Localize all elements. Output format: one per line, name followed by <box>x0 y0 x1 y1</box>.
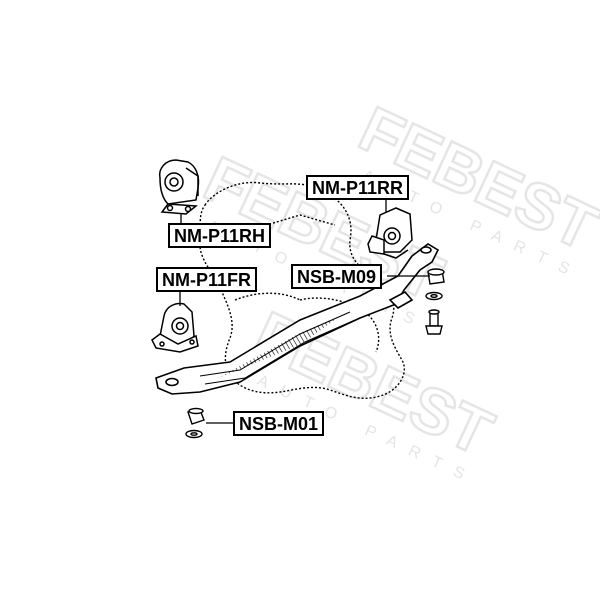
part-label-nsb-m09[interactable]: NSB-M09 <box>291 264 383 289</box>
part-label-nm-p11rh[interactable]: NM-P11RH <box>168 223 272 248</box>
nut-washer-m01-drawing <box>185 407 205 439</box>
part-label-nm-p11fr[interactable]: NM-P11FR <box>156 267 258 292</box>
bushing-kit-m09-drawing <box>425 268 445 335</box>
crossmember <box>155 243 440 395</box>
part-label-nsb-m01[interactable]: NSB-M01 <box>233 411 325 436</box>
mount-fr-drawing <box>151 302 199 353</box>
mount-rh-drawing <box>158 159 200 215</box>
leader-lines <box>179 198 430 424</box>
mount-rr-drawing <box>367 207 413 259</box>
part-label-nm-p11rr[interactable]: NM-P11RR <box>306 175 410 200</box>
